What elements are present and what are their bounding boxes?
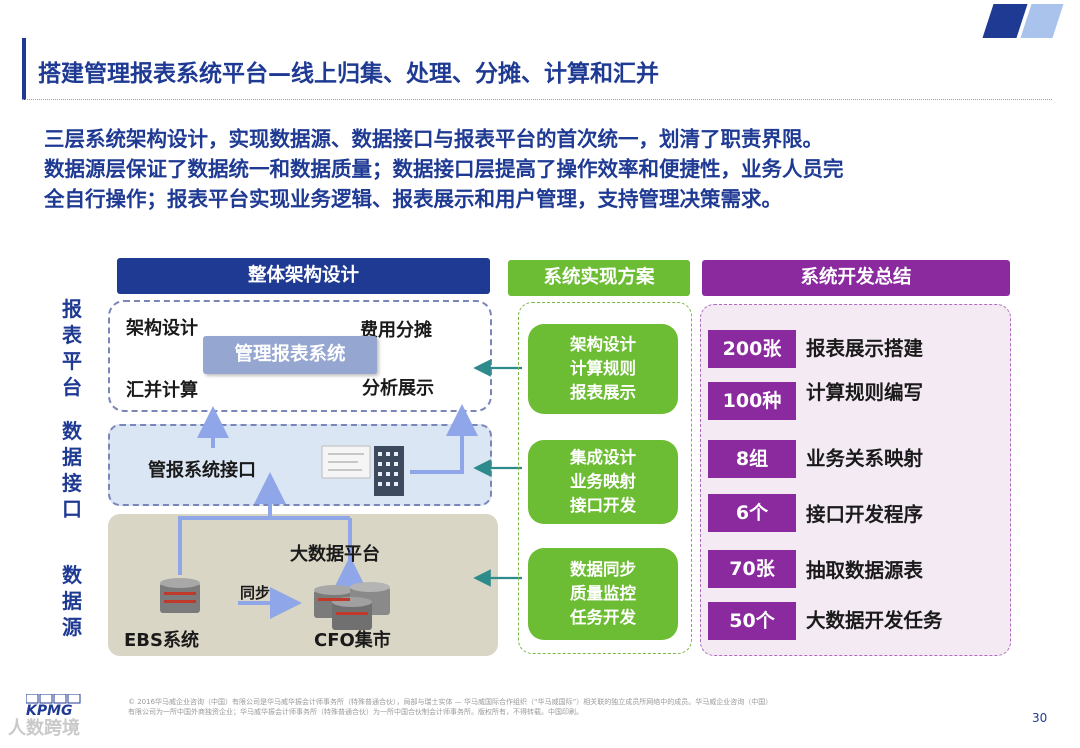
solution-item: 质量监控 [570, 584, 636, 603]
platform-cost-allocation: 费用分摊 [360, 320, 432, 341]
summary-label: 报表展示搭建 [806, 337, 924, 360]
layer-label-source: 数据源 [60, 562, 84, 640]
solution-item: 集成设计 [570, 448, 636, 467]
summary-label: 大数据开发任务 [806, 609, 943, 632]
page-number: 30 [1032, 711, 1048, 725]
ebs-system: EBS系统 [124, 630, 199, 651]
kpmg-logo-icon [26, 694, 81, 704]
page-title: 搭建管理报表系统平台—线上归集、处理、分摊、计算和汇并 [38, 61, 659, 87]
layer-label-char: 平 [62, 349, 82, 373]
sync-label: 同步 [240, 584, 271, 602]
flow-lines [178, 404, 478, 619]
header-architecture: 整体架构设计 [117, 258, 490, 294]
management-report-system: 管理报表系统 [203, 336, 377, 374]
layer-interface [108, 424, 492, 506]
summary-label: 业务关系映射 [806, 447, 924, 470]
intro-text: 三层系统架构设计，实现数据源、数据接口与报表平台的首次统一，划清了职责界限。 数… [44, 124, 1044, 214]
summary-value: 6个 [708, 494, 796, 532]
intro-line: 数据源层保证了数据统一和数据质量；数据接口层提高了操作效率和便捷性，业务人员完 [44, 157, 844, 181]
solution-box-platform: 架构设计 计算规则 报表展示 [528, 324, 678, 414]
server-building-icon [374, 446, 404, 496]
bigdata-platform: 大数据平台 [290, 544, 380, 565]
kpmg-logo: KPMG [26, 703, 73, 719]
cfo-market: CFO集市 [314, 630, 391, 651]
ebs-database-icon [160, 578, 200, 613]
layer-label-char: 源 [62, 615, 82, 639]
solution-arrows [473, 359, 522, 587]
layer-label-char: 据 [62, 589, 82, 613]
summary-value: 50个 [708, 602, 796, 640]
interface-diagram-icon [321, 445, 371, 479]
cfo-database-icon [314, 582, 390, 630]
solution-item: 任务开发 [570, 608, 636, 627]
intro-line: 三层系统架构设计，实现数据源、数据接口与报表平台的首次统一，划清了职责界限。 [44, 127, 823, 151]
interface-label: 管报系统接口 [148, 460, 256, 481]
layer-label-char: 接 [62, 471, 82, 495]
header-solution: 系统实现方案 [508, 260, 690, 296]
platform-arch-design: 架构设计 [126, 318, 198, 339]
footer-line: 有限公司为一所中国外商独资企业；华马威华振会计师事务所（特殊普通合伙）为一所中国… [128, 708, 583, 716]
summary-value: 100种 [708, 382, 796, 420]
summary-value: 8组 [708, 440, 796, 478]
summary-value: 200张 [708, 330, 796, 368]
solution-item: 计算规则 [570, 359, 636, 378]
solution-item: 业务映射 [570, 472, 636, 491]
summary-label: 接口开发程序 [806, 503, 924, 526]
layer-label-char: 口 [62, 497, 82, 521]
layer-label-interface: 数据接口 [60, 418, 84, 522]
summary-label: 抽取数据源表 [806, 559, 924, 582]
layer-label-char: 数 [62, 563, 82, 587]
layer-label-char: 报 [62, 297, 82, 321]
layer-label-char: 数 [62, 419, 82, 443]
platform-analysis: 分析展示 [362, 378, 434, 399]
summary-value: 70张 [708, 550, 796, 588]
footer-disclaimer: © 2016华马威企业咨询（中国）有限公司是华马威华振会计师事务所（特殊普通合伙… [128, 697, 908, 717]
summary-label: 计算规则编写 [806, 381, 924, 404]
watermark: 人数跨境 [8, 718, 80, 739]
header-summary: 系统开发总结 [702, 260, 1010, 296]
solution-box-source: 数据同步 质量监控 任务开发 [528, 548, 678, 640]
solution-column [518, 302, 692, 654]
layer-label-char: 台 [62, 375, 82, 399]
title-divider [22, 99, 1052, 100]
title-accent-bar [22, 38, 26, 100]
solution-item: 接口开发 [570, 496, 636, 515]
solution-item: 架构设计 [570, 335, 636, 354]
layer-label-platform: 报表平台 [60, 296, 84, 400]
solution-box-interface: 集成设计 业务映射 接口开发 [528, 440, 678, 524]
footer-line: © 2016华马威企业咨询（中国）有限公司是华马威华振会计师事务所（特殊普通合伙… [128, 698, 773, 706]
solution-item: 报表展示 [570, 383, 636, 402]
layer-label-char: 据 [62, 445, 82, 469]
layer-label-char: 表 [62, 323, 82, 347]
solution-item: 数据同步 [570, 560, 636, 579]
intro-line: 全自行操作；报表平台实现业务逻辑、报表展示和用户管理，支持管理决策需求。 [44, 187, 782, 211]
platform-consolidation: 汇并计算 [126, 380, 198, 401]
